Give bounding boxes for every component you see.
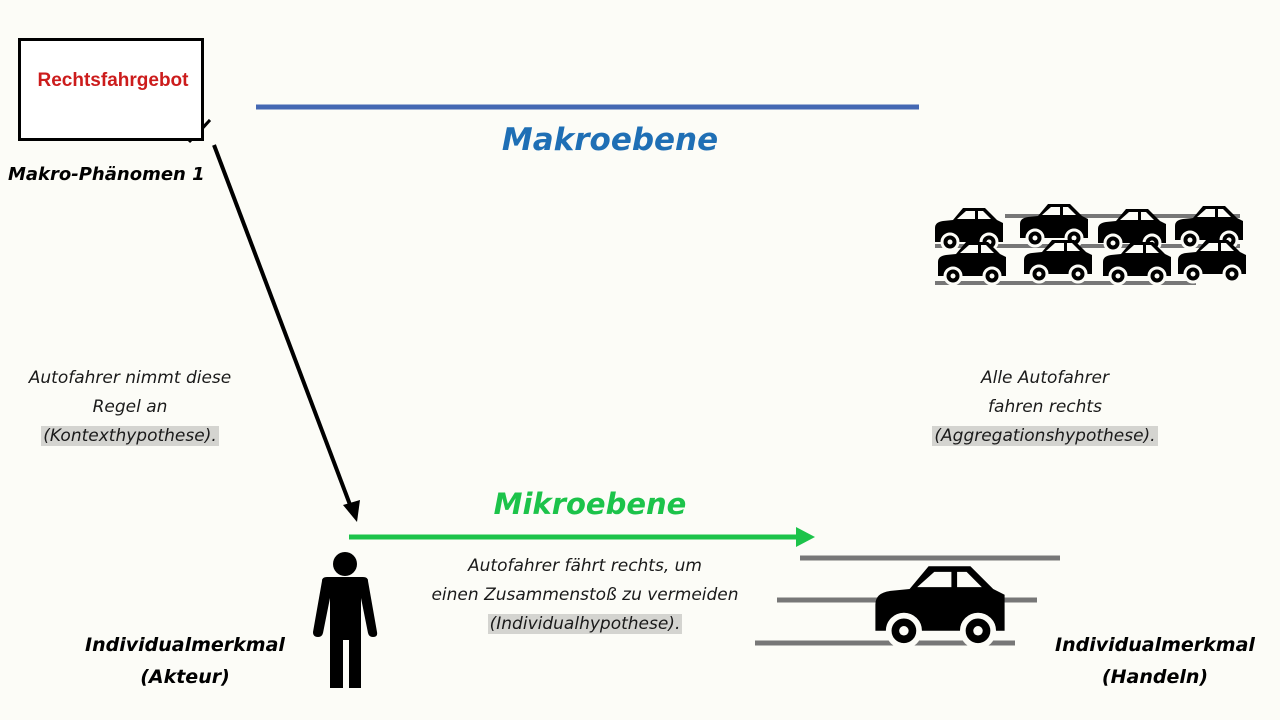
micro-level-title: Mikroebene — [493, 487, 687, 521]
actor-feature-title: Individualmerkmal — [85, 634, 285, 656]
action-feature-label: Individualmerkmal (Handeln) — [1030, 629, 1280, 693]
individual-hypothesis-label: (Individualhypothese). — [487, 614, 683, 634]
context-hypothesis-note: Autofahrer nimmt diese Regel an (Kontext… — [0, 364, 260, 451]
action-feature-title: Individualmerkmal — [1055, 634, 1255, 656]
context-hypothesis-label: (Kontexthypothese). — [41, 426, 219, 446]
action-feature-sub: (Handeln) — [1101, 666, 1209, 688]
document-title: Rechtsfahrgebot — [37, 70, 189, 91]
macro-level-title: Makroebene — [501, 122, 719, 158]
context-line-2: Regel an — [92, 397, 168, 417]
actor-feature-sub: (Akteur) — [140, 666, 230, 688]
person-icon — [313, 552, 378, 688]
individual-line-1: Autofahrer fährt rechts, um — [468, 556, 702, 576]
rule-document — [18, 38, 204, 141]
individual-hypothesis-note: Autofahrer fährt rechts, um einen Zusamm… — [380, 552, 790, 639]
actor-feature-label: Individualmerkmal (Akteur) — [60, 629, 310, 693]
individual-line-2: einen Zusammenstoß zu vermeiden — [431, 585, 739, 605]
macro-phenomenon-label: Makro-Phänomen 1 — [8, 164, 205, 185]
aggregation-hypothesis-label: (Aggregationshypothese). — [932, 426, 1158, 446]
aggregation-line-2: fahren rechts — [988, 397, 1102, 417]
context-arrow — [212, 144, 360, 522]
aggregation-line-1: Alle Autofahrer — [980, 368, 1110, 388]
car-icon — [875, 566, 1004, 646]
aggregation-hypothesis-note: Alle Autofahrer fahren rechts (Aggregati… — [900, 364, 1190, 451]
micro-level-arrow — [349, 527, 815, 547]
traffic-jam-icon — [933, 202, 1248, 286]
context-line-1: Autofahrer nimmt diese — [28, 368, 232, 388]
